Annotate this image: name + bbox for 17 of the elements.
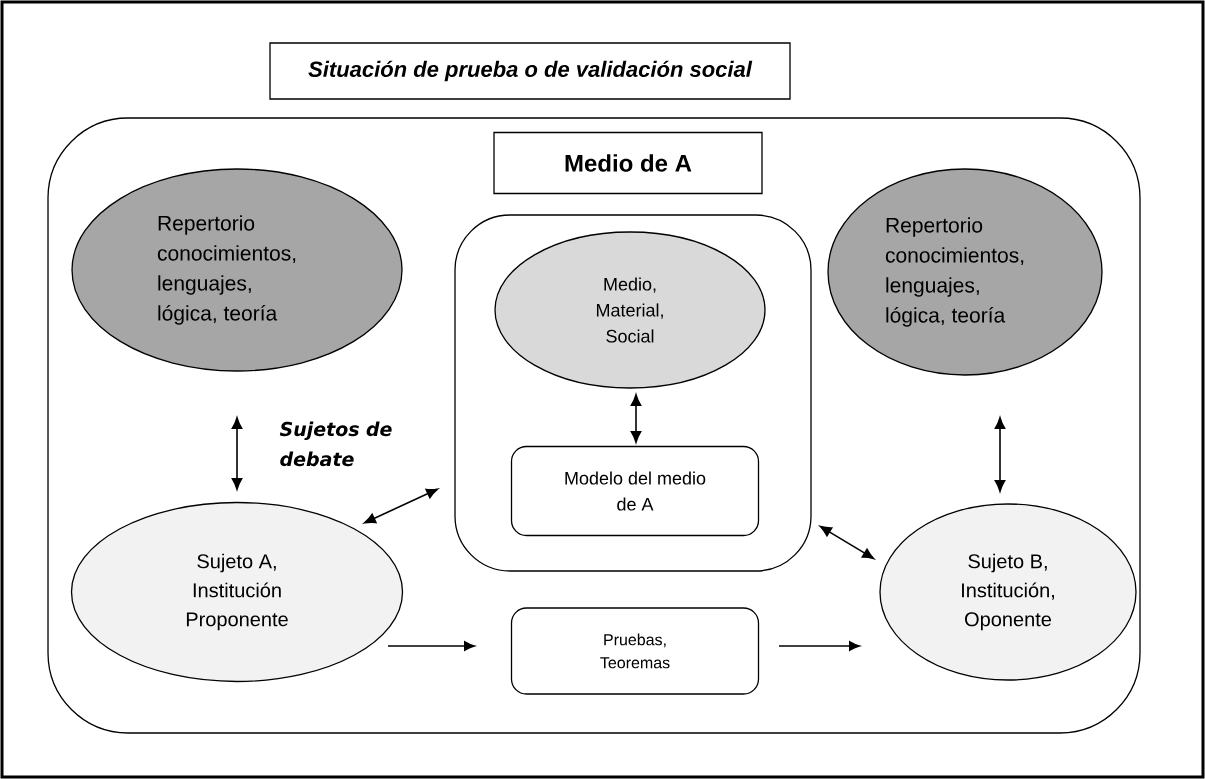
rounded-box: Modelo del medio de A [510,445,760,537]
arrow [387,641,475,651]
ellipse-node: Medio, Material, Social [494,231,766,389]
ellipse-node: Sujeto A, Institución Proponente [70,501,404,683]
rounded-box: Pruebas, Teoremas [510,607,760,695]
arrow [778,641,860,651]
annotation-text: Sujetos de debate [279,421,392,467]
double-arrow [994,417,1006,492]
ellipse-node: Repertorio conocimientos, lenguajes, lógica, teoría [71,168,403,372]
double-arrow [630,394,642,443]
double-arrow [819,525,875,560]
heading-box: Medio de A [493,131,763,195]
ellipse-node: Sujeto B, Institución, Oponente [879,503,1137,681]
double-arrow [363,488,439,524]
ellipse-node: Repertorio conocimientos, lenguajes, lógica, teoría [827,168,1103,376]
double-arrow [231,417,243,490]
title-box: Situación de prueba o de validación social [269,42,791,100]
